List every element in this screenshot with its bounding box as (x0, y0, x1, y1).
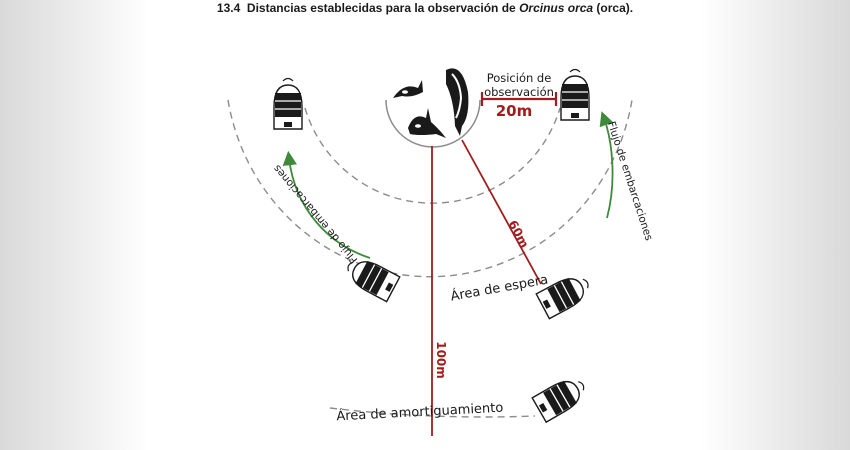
figure-title: 13.4 Distancias establecidas para la obs… (0, 1, 850, 15)
left-background-fade (0, 0, 150, 450)
title-species: Orcinus orca (519, 1, 594, 15)
observation-position-label-line1: Posición de (487, 71, 552, 85)
waiting-area-label: Área de espera (449, 272, 549, 305)
vessel-flow-arrow-left (282, 150, 371, 259)
boat-icon (560, 68, 590, 121)
vessel-flow-arrow-right (599, 111, 614, 219)
distance-20m-label: 20m (496, 102, 533, 120)
orca-icon (408, 108, 446, 138)
title-suffix: (orca). (593, 1, 634, 15)
right-background-fade (700, 0, 850, 450)
vessel-flow-label-left: Flujo de embarcaciones (271, 162, 360, 265)
orca-icon (393, 80, 423, 98)
buffer-area-label: Área de amortiguamiento (336, 400, 504, 425)
boat-icon (273, 77, 303, 130)
distance-60m-line (461, 139, 542, 285)
distance-100m-label: 100m (434, 341, 448, 379)
distance-60m-label: 60m (505, 218, 531, 250)
title-prefix: Distancias establecidas para la observac… (246, 1, 520, 15)
distance-20m-line (480, 92, 558, 106)
observation-zone-arc (385, 99, 481, 148)
observation-position-label-line2: observación (484, 85, 554, 99)
boat-icon (531, 371, 591, 423)
figure-number: 13.4 (216, 1, 241, 15)
orca-icon (446, 68, 469, 136)
waiting-area-arc-outer (227, 99, 633, 278)
